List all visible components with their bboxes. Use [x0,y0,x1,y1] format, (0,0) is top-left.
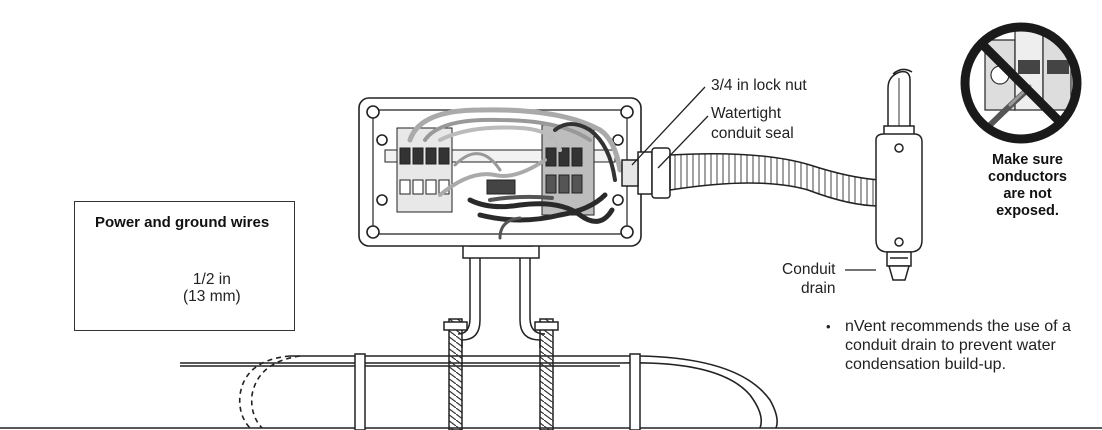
strip-length-dimension: 1/2 in (13 mm) [183,271,241,305]
warning-line1: Make sure [992,152,1063,168]
strip-length-mm: (13 mm) [183,288,241,305]
conduit-body [875,68,923,281]
strip-length-inches: 1/2 in [192,271,231,288]
wires [407,107,623,240]
lock-nut-label: 3/4 in lock nut [711,77,807,94]
flexible-conduit [669,153,881,207]
warning-line3: are not [1003,186,1052,202]
note-text: nVent recommends the use of a conduit dr… [845,318,1071,373]
mounting-stand [443,235,559,430]
inset-title: Power and ground wires [95,214,270,231]
pipe-straps [354,353,641,430]
leader-lines [631,86,876,271]
conduit-drain-label: Conduit drain [778,260,835,298]
prohibited-icon [960,22,1082,144]
conduit-drain-label-line1: Conduit [782,261,836,278]
note-bullet: • [826,319,831,334]
warning-line2: conductors [988,169,1067,185]
heating-cable [180,355,778,429]
warning-line4: exposed. [996,203,1059,219]
warning-text: Make sure conductors are not exposed. [955,152,1100,220]
conduit-seal-label-line2: conduit seal [711,125,794,142]
terminal-blocks [396,124,595,216]
wire-strip-inset: Power and ground wires 1/2 in (13 mm) [74,201,295,331]
conduit-drain-label-line2: drain [801,280,836,297]
conduit-seal-label-line1: Watertight [711,105,782,122]
